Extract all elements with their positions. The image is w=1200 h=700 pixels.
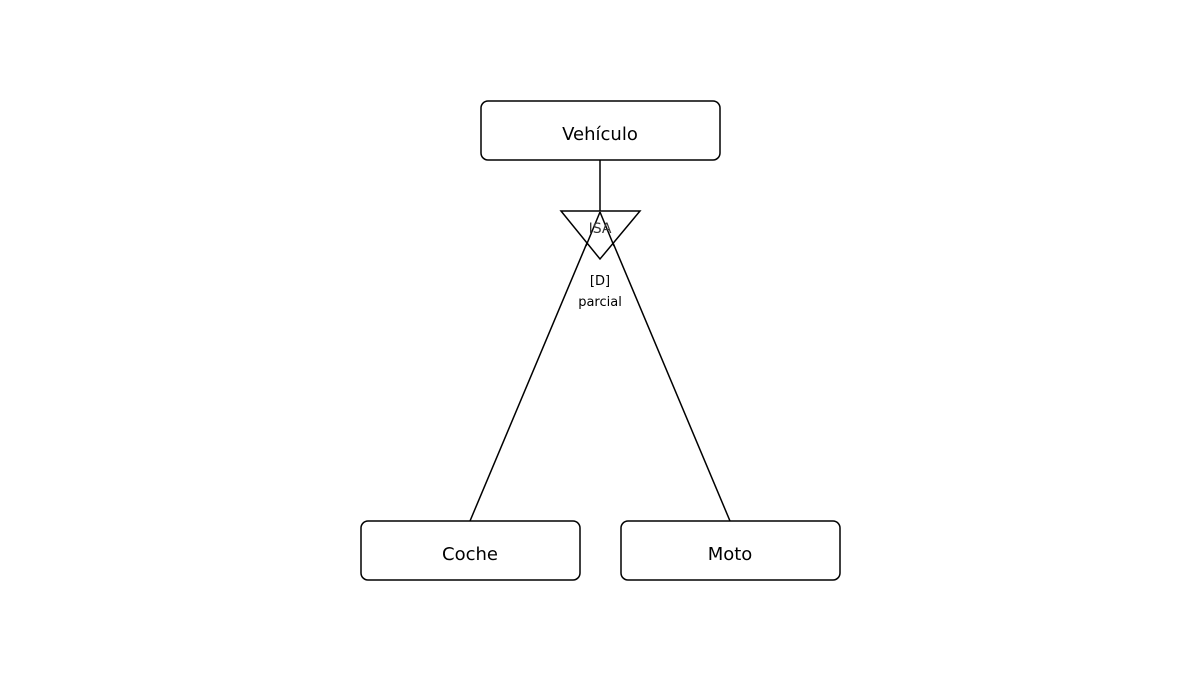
isa-line-left-overlay (585, 211, 601, 247)
entity-label-vehiculo: Vehículo (562, 124, 638, 145)
isa-specialization[interactable]: ISA (559, 210, 642, 261)
isa-triangle[interactable] (559, 210, 642, 261)
entity-vehiculo[interactable]: Vehículo (480, 100, 721, 161)
entity-label-coche: Coche (442, 544, 498, 565)
child-connector-coche (469, 211, 601, 522)
entity-box-coche[interactable] (360, 520, 581, 581)
isa-label: ISA (589, 221, 612, 237)
disjointness-label: [D] (590, 274, 610, 289)
entity-label-moto: Moto (708, 544, 753, 565)
entity-moto[interactable]: Moto (620, 520, 841, 581)
entity-box-vehiculo[interactable] (480, 100, 721, 161)
isa-line-right-overlay (599, 211, 615, 247)
child-connector-moto (599, 211, 731, 522)
completeness-label: parcial (578, 295, 622, 310)
entity-coche[interactable]: Coche (360, 520, 581, 581)
entity-box-moto[interactable] (620, 520, 841, 581)
